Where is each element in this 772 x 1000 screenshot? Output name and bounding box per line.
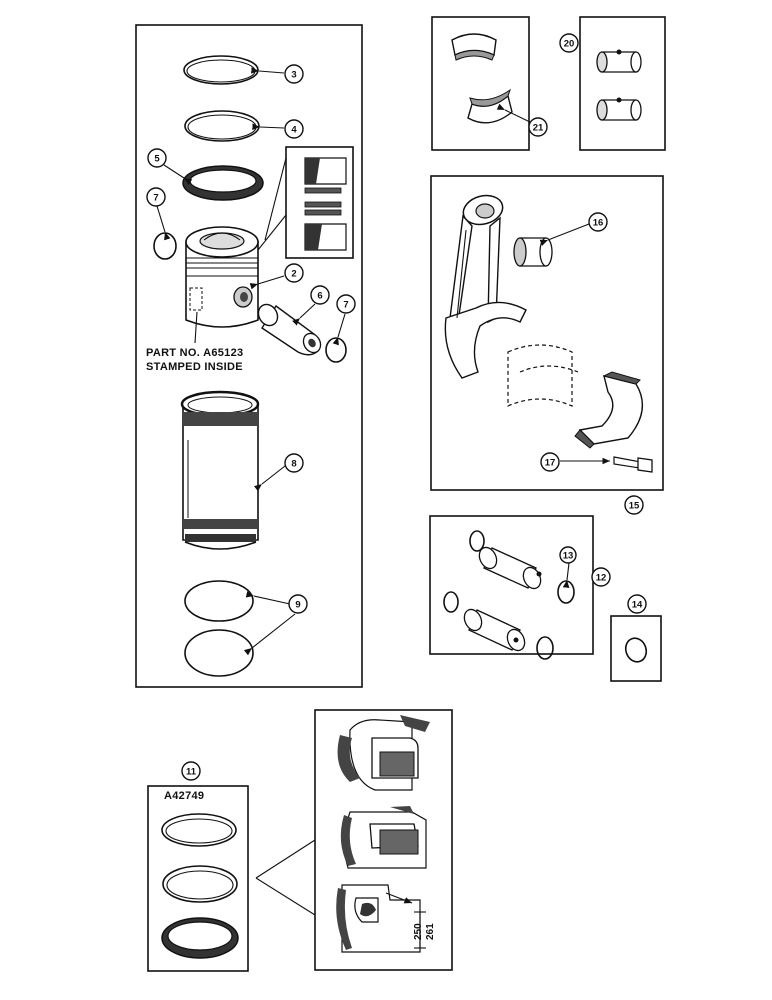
svg-text:11: 11 bbox=[186, 767, 197, 778]
svg-text:14: 14 bbox=[632, 600, 643, 611]
svg-text:2: 2 bbox=[291, 269, 296, 280]
piston-ring-top bbox=[183, 55, 259, 85]
callout-8: 8 bbox=[284, 453, 304, 473]
svg-text:7: 7 bbox=[153, 193, 158, 204]
svg-text:9: 9 bbox=[295, 600, 300, 611]
svg-text:7: 7 bbox=[343, 300, 348, 311]
callout-2: 2 bbox=[284, 263, 304, 283]
piston-pin bbox=[257, 303, 322, 356]
svg-text:6: 6 bbox=[317, 291, 322, 302]
callout-21: 21 bbox=[528, 117, 548, 137]
callout-3: 3 bbox=[284, 64, 304, 84]
cylinder-sleeve bbox=[180, 390, 260, 550]
piston-pin-kit-panel: 13 12 bbox=[429, 515, 611, 660]
callout-16: 16 bbox=[588, 212, 608, 232]
main-bearing-panel: 21 bbox=[431, 16, 548, 151]
callout-4: 4 bbox=[284, 119, 304, 139]
callout-15: 15 bbox=[624, 495, 644, 515]
dimension-261: 261 bbox=[425, 923, 436, 940]
callout-5: 5 bbox=[147, 148, 167, 168]
piston-ring-second bbox=[184, 110, 260, 142]
pin-kit-pin-lower bbox=[463, 608, 526, 652]
bushing-panel: 20 bbox=[559, 16, 666, 151]
stamped-inside-note: STAMPED INSIDE bbox=[146, 361, 243, 373]
piston bbox=[185, 226, 259, 328]
svg-text:15: 15 bbox=[629, 501, 640, 512]
ring-groove-detail bbox=[257, 146, 354, 259]
svg-text:5: 5 bbox=[154, 154, 160, 165]
callout-13: 13 bbox=[559, 546, 577, 564]
svg-text:20: 20 bbox=[564, 39, 575, 50]
svg-text:13: 13 bbox=[563, 551, 574, 562]
dimension-250: 250 bbox=[413, 923, 424, 940]
piston-pin-retainer-right bbox=[325, 337, 347, 363]
piston-pin-retainer-left bbox=[153, 232, 177, 260]
connecting-rod-panel: 16 17 15 bbox=[430, 175, 664, 515]
callout-12: 12 bbox=[591, 567, 611, 587]
retainer-panel: 14 bbox=[610, 594, 662, 682]
rod-bushing bbox=[513, 237, 553, 267]
sleeve-seal-rings bbox=[184, 580, 254, 677]
ring-set-top-ring bbox=[161, 813, 237, 847]
callout-20: 20 bbox=[559, 33, 579, 53]
rod-bearing-shells bbox=[507, 344, 579, 407]
callout-9: 9 bbox=[288, 594, 308, 614]
connecting-rod bbox=[444, 194, 527, 379]
svg-text:4: 4 bbox=[291, 125, 297, 136]
piston-ring-set-panel: 11 A42749 bbox=[147, 761, 316, 972]
oil-ring bbox=[182, 165, 264, 201]
svg-text:17: 17 bbox=[545, 458, 556, 469]
pin-kit-pin-upper bbox=[478, 546, 542, 590]
ring-set-part-number: A42749 bbox=[164, 790, 204, 802]
ring-section-detail: 250 261 bbox=[314, 709, 453, 971]
callout-17: 17 bbox=[540, 452, 560, 472]
callout-7-left: 7 bbox=[146, 187, 166, 207]
svg-text:21: 21 bbox=[533, 123, 544, 134]
callout-11: 11 bbox=[181, 761, 201, 781]
rod-bolt bbox=[613, 456, 653, 473]
rod-cap bbox=[574, 371, 644, 449]
ring-set-oil-ring bbox=[161, 917, 239, 959]
callout-6: 6 bbox=[310, 285, 330, 305]
svg-text:3: 3 bbox=[291, 70, 296, 81]
svg-text:16: 16 bbox=[593, 218, 604, 229]
piston-sleeve-panel: PART NO. A65123 STAMPED INSIDE bbox=[135, 24, 363, 688]
callout-7-right: 7 bbox=[336, 294, 356, 314]
callout-14: 14 bbox=[627, 594, 647, 614]
ring-set-second-ring bbox=[162, 865, 238, 903]
svg-text:12: 12 bbox=[596, 573, 607, 584]
svg-text:8: 8 bbox=[291, 459, 296, 470]
part-number-note: PART NO. A65123 bbox=[146, 347, 243, 359]
